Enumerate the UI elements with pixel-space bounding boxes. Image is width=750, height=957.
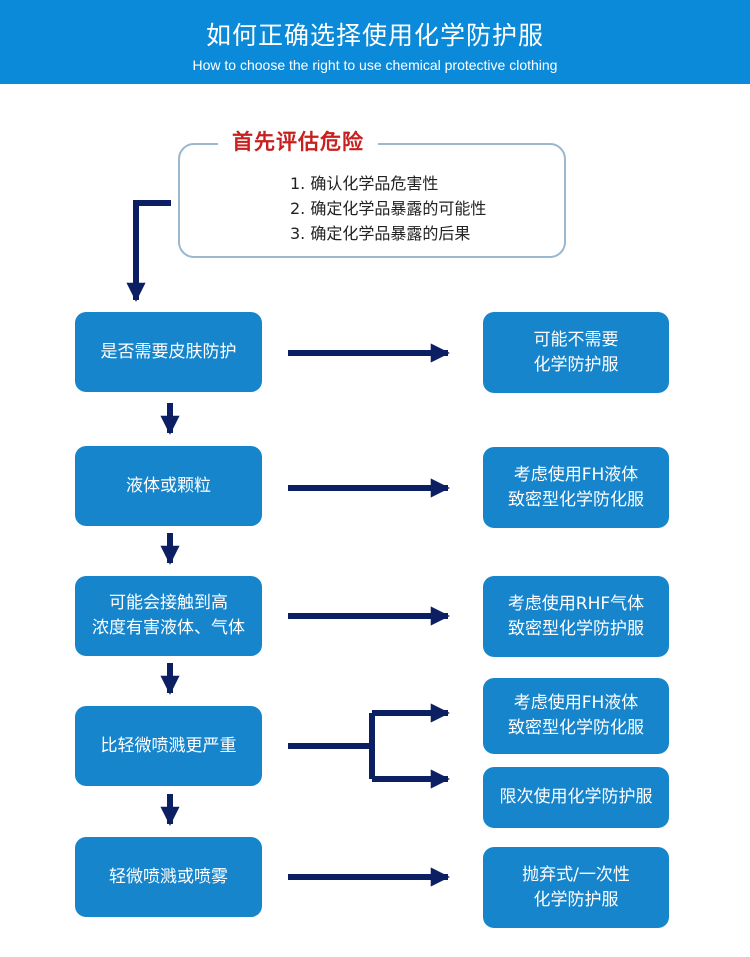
outcome-label: 抛弃式/一次性化学防护服 [522, 863, 630, 913]
box-text-line: 轻微喷溅或喷雾 [109, 866, 228, 887]
outcome-no-suit: 可能不需要化学防护服 [483, 312, 669, 393]
decision-label: 轻微喷溅或喷雾 [109, 865, 228, 890]
box-text-line: 化学防护服 [533, 354, 619, 375]
outcome-limited-use-suit: 限次使用化学防护服 [483, 767, 669, 828]
decision-label: 液体或颗粒 [126, 474, 211, 499]
outcome-label: 限次使用化学防护服 [500, 785, 653, 810]
outcome-rhf-gas-suit: 考虑使用RHF气体致密型化学防护服 [483, 576, 669, 657]
box-text-line: 考虑使用FH液体 [513, 693, 639, 713]
box-text-line: 液体或颗粒 [126, 475, 211, 496]
box-text-line: 致密型化学防护服 [508, 618, 644, 639]
box-text-line: 可能会接触到高 [109, 593, 228, 613]
decision-label: 比轻微喷溅更严重 [101, 734, 237, 759]
outcome-label: 考虑使用FH液体致密型化学防化服 [508, 691, 644, 741]
assessment-item-1: 1. 确认化学品危害性 [290, 174, 439, 193]
decision-high-concentration: 可能会接触到高浓度有害液体、气体 [75, 576, 262, 656]
decision-label: 是否需要皮肤防护 [101, 340, 237, 365]
decision-more-than-splash: 比轻微喷溅更严重 [75, 706, 262, 786]
page-title: 如何正确选择使用化学防护服 [205, 21, 544, 50]
box-text-line: 是否需要皮肤防护 [100, 341, 237, 362]
decision-liquid-or-particle: 液体或颗粒 [75, 446, 262, 526]
box-text-line: 浓度有害液体、气体 [92, 618, 245, 638]
box-text-line: 限次使用化学防护服 [499, 787, 653, 807]
outcome-label: 考虑使用RHF气体致密型化学防护服 [508, 592, 644, 642]
arrow-assessment-to-skin [126, 200, 171, 302]
box-text-line: 比轻微喷溅更严重 [100, 735, 237, 756]
assessment-title: 首先评估危险 [218, 126, 378, 156]
decision-light-splash: 轻微喷溅或喷雾 [75, 837, 262, 917]
header-banner [0, 0, 750, 84]
assessment-item-2: 2. 确定化学品暴露的可能性 [290, 199, 487, 218]
box-text-line: 考虑使用FH液体 [513, 464, 639, 485]
outcome-disposable-suit: 抛弃式/一次性化学防护服 [483, 847, 669, 928]
box-text-line: 致密型化学防化服 [508, 489, 644, 510]
decision-skin-protection: 是否需要皮肤防护 [75, 312, 262, 392]
outcome-label: 考虑使用FH液体致密型化学防化服 [508, 463, 644, 513]
box-text-line: 化学防护服 [533, 889, 619, 910]
outcome-label: 可能不需要化学防护服 [534, 328, 619, 378]
outcome-fh-liquid-suit-2: 考虑使用FH液体致密型化学防化服 [483, 678, 669, 754]
box-text-line: 致密型化学防化服 [508, 718, 644, 738]
box-text-line: 考虑使用RHF气体 [507, 593, 645, 614]
box-text-line: 可能不需要 [533, 329, 619, 350]
assessment-box [178, 143, 566, 258]
outcome-fh-liquid-suit: 考虑使用FH液体致密型化学防化服 [483, 447, 669, 528]
page-subtitle: How to choose the right to use chemical … [192, 57, 558, 73]
box-text-line: 抛弃式/一次性 [522, 864, 630, 885]
arrow-branch-upper [369, 713, 448, 779]
decision-label: 可能会接触到高浓度有害液体、气体 [92, 591, 245, 641]
assessment-item-3: 3. 确定化学品暴露的后果 [290, 224, 471, 243]
